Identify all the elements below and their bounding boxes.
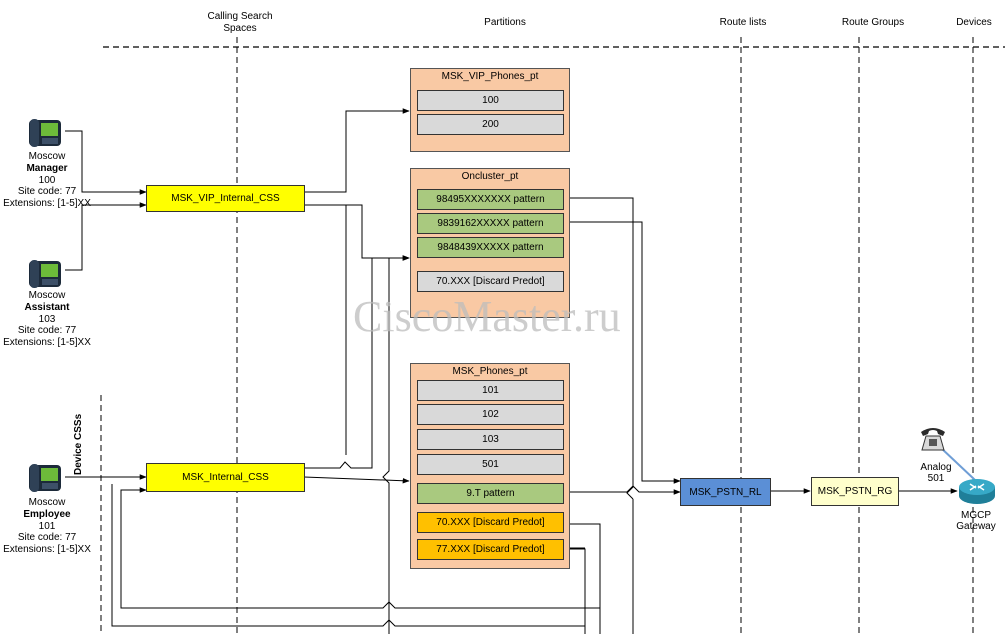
route-group[interactable]: MSK_PSTN_RG bbox=[811, 477, 899, 506]
router-icon[interactable] bbox=[957, 476, 997, 506]
phone-extensions: Extensions: [1-5]XX bbox=[3, 544, 91, 556]
partition-item[interactable]: 103 bbox=[417, 429, 564, 450]
phone-label-manager: Moscow Manager 100 Site code: 77 Extensi… bbox=[0, 151, 97, 210]
watermark: CiscoMaster.ru bbox=[353, 292, 621, 341]
connector bbox=[382, 258, 390, 634]
phone-number: 100 bbox=[38, 174, 56, 186]
phone-site-code: Site code: 77 bbox=[17, 325, 77, 337]
ip-phone-icon[interactable] bbox=[25, 461, 65, 495]
gateway-label-line1: MGCP bbox=[961, 510, 991, 521]
analog-label-line2: 501 bbox=[927, 473, 945, 484]
phone-label-employee: Moscow Employee 101 Site code: 77 Extens… bbox=[0, 497, 97, 556]
connector bbox=[303, 476, 410, 484]
partition-item[interactable]: 102 bbox=[417, 404, 564, 425]
phone-number: 103 bbox=[38, 313, 56, 325]
connector bbox=[304, 204, 410, 261]
route-list[interactable]: MSK_PSTN_RL bbox=[680, 478, 771, 506]
partition-item[interactable]: 9.T pattern bbox=[417, 483, 564, 504]
css-vip-internal[interactable]: MSK_VIP_Internal_CSS bbox=[146, 185, 305, 212]
partition-item[interactable]: 101 bbox=[417, 380, 564, 401]
phone-site-code: Site code: 77 bbox=[17, 532, 77, 544]
partition-title: Oncluster_pt bbox=[461, 171, 519, 182]
partition-item[interactable]: 77.XXX [Discard Predot] bbox=[417, 539, 564, 560]
partition-vip-phones[interactable]: MSK_VIP_Phones_pt 100 200 bbox=[410, 68, 570, 152]
column-header-devices: Devices bbox=[956, 17, 992, 28]
partition-item[interactable]: 70.XXX [Discard Predot] bbox=[417, 271, 564, 292]
partition-item[interactable]: 70.XXX [Discard Predot] bbox=[417, 512, 564, 533]
analog-phone-icon[interactable] bbox=[918, 423, 948, 453]
phone-label-assistant: Moscow Assistant 103 Site code: 77 Exten… bbox=[0, 290, 97, 349]
column-header-route-lists: Route lists bbox=[719, 17, 767, 28]
phone-city: Moscow bbox=[28, 497, 66, 508]
phone-site-code: Site code: 77 bbox=[17, 186, 77, 198]
phone-role: Employee bbox=[23, 508, 71, 520]
phone-role: Manager bbox=[26, 162, 68, 174]
partition-item[interactable]: 98495XXXXXXX pattern bbox=[417, 189, 564, 210]
partition-item[interactable]: 501 bbox=[417, 454, 564, 475]
connector bbox=[939, 446, 976, 481]
css-internal[interactable]: MSK_Internal_CSS bbox=[146, 463, 305, 492]
phone-city: Moscow bbox=[28, 151, 66, 162]
phone-extensions: Extensions: [1-5]XX bbox=[3, 337, 91, 349]
gateway-label-line2: Gateway bbox=[956, 521, 996, 532]
analog-label-line1: Analog bbox=[920, 462, 952, 473]
connector bbox=[111, 484, 585, 627]
ip-phone-icon[interactable] bbox=[25, 257, 65, 291]
connector bbox=[120, 487, 600, 609]
gateway-label: MGCP Gateway bbox=[946, 510, 1005, 532]
analog-label: Analog 501 bbox=[906, 462, 966, 484]
column-header-css: Calling Search Spaces bbox=[190, 11, 290, 35]
partition-title: MSK_VIP_Phones_pt bbox=[441, 71, 539, 82]
column-header-css-line2: Spaces bbox=[223, 23, 257, 34]
connector bbox=[65, 202, 147, 271]
ip-phone-icon[interactable] bbox=[25, 116, 65, 150]
phone-city: Moscow bbox=[28, 290, 66, 301]
partition-item[interactable]: 100 bbox=[417, 90, 564, 111]
partition-item[interactable]: 9839162XXXXX pattern bbox=[417, 213, 564, 234]
column-header-route-groups: Route Groups bbox=[841, 17, 905, 28]
partition-item[interactable]: 9848439XXXXX pattern bbox=[417, 237, 564, 258]
connector bbox=[562, 221, 681, 484]
connector bbox=[304, 108, 410, 193]
connector bbox=[562, 197, 634, 500]
phone-extensions: Extensions: [1-5]XX bbox=[3, 198, 91, 210]
partition-item[interactable]: 200 bbox=[417, 114, 564, 135]
device-css-label: Device CSSs bbox=[73, 413, 84, 475]
column-header-css-line1: Calling Search bbox=[207, 11, 273, 22]
column-header-partitions: Partitions bbox=[484, 17, 526, 28]
connector bbox=[562, 523, 601, 634]
partition-title: MSK_Phones_pt bbox=[452, 366, 528, 377]
phone-number: 101 bbox=[38, 520, 56, 532]
connector bbox=[65, 130, 147, 195]
connector bbox=[562, 485, 681, 495]
partition-oncluster[interactable]: Oncluster_pt 98495XXXXXXX pattern 983916… bbox=[410, 168, 570, 318]
partition-phones[interactable]: MSK_Phones_pt 101 102 103 501 9.T patter… bbox=[410, 363, 570, 569]
connector bbox=[304, 255, 410, 469]
phone-role: Assistant bbox=[24, 301, 70, 313]
